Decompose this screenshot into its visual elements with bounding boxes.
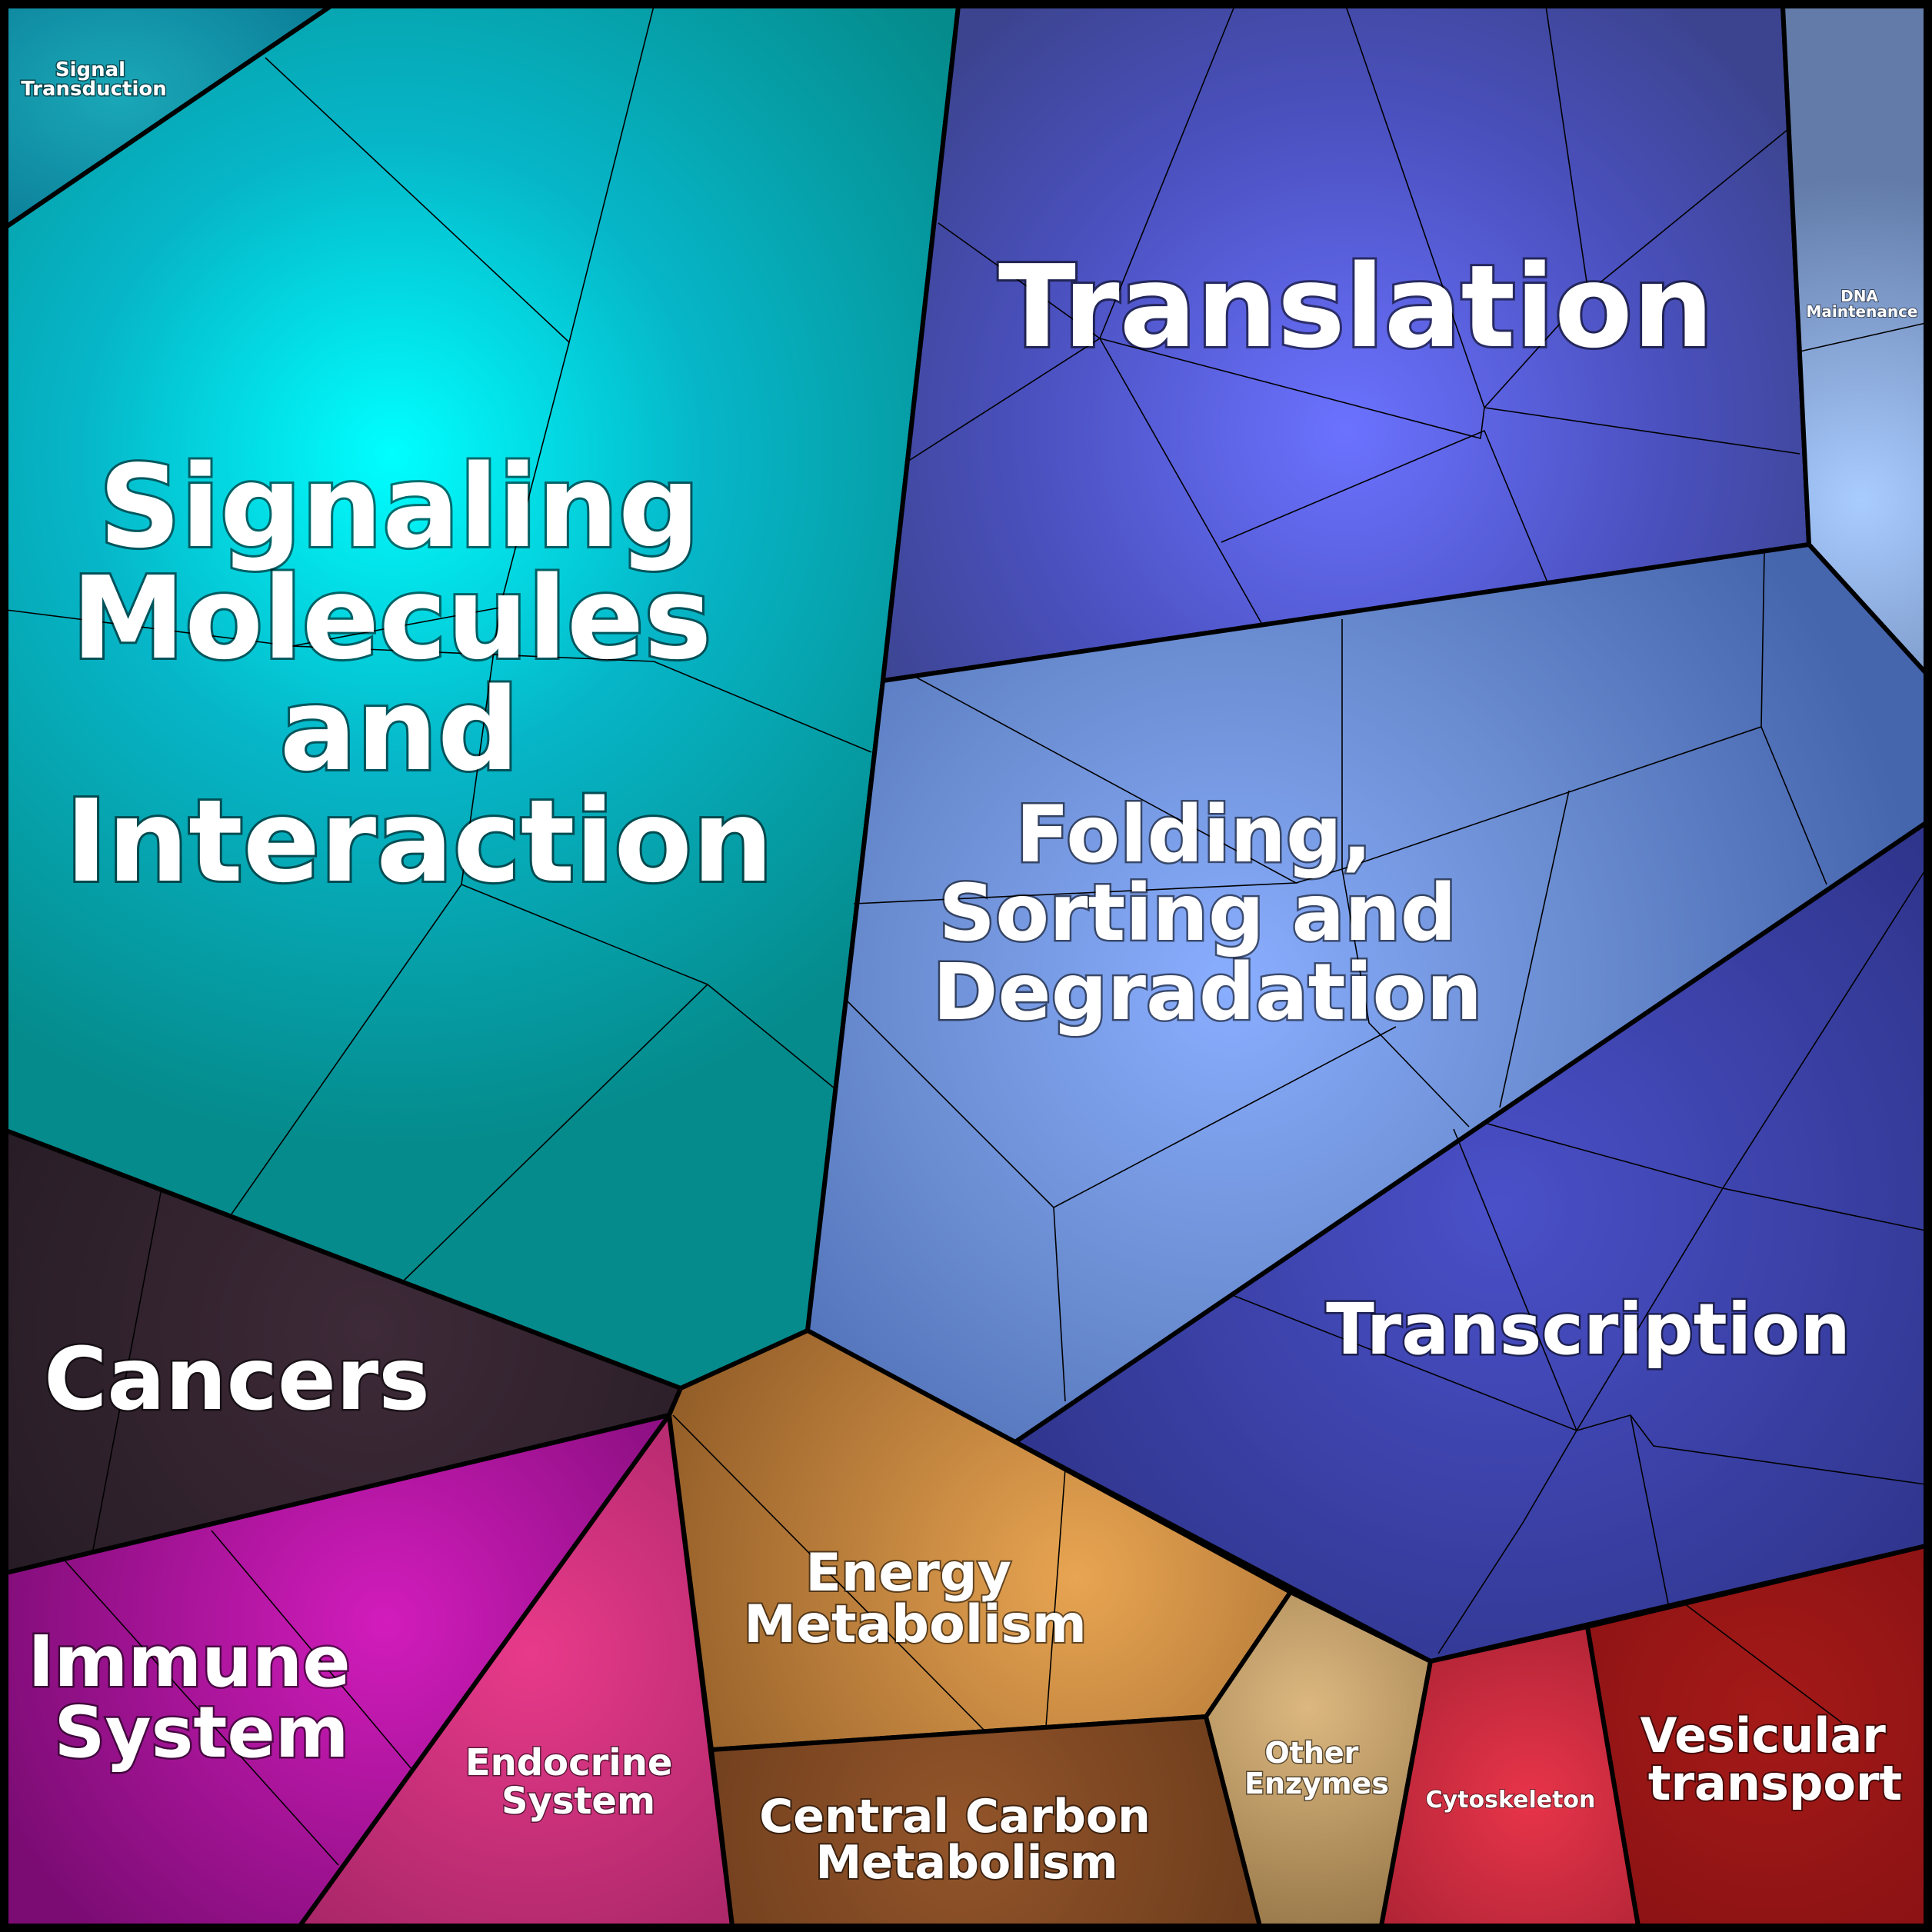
label-signaling-molecules: Signaling Molecules and Interaction <box>65 441 774 908</box>
label-signal-transduction: Signal Transduction <box>21 58 166 101</box>
label-central-carbon: Central Carbon Metabolism <box>759 1790 1167 1890</box>
label-translation: Translation <box>998 241 1714 373</box>
label-folding: Folding, Sorting and Degradation <box>933 789 1484 1038</box>
label-cytoskeleton: Cytoskeleton <box>1426 1787 1596 1814</box>
label-transcription: Transcription <box>1326 1288 1850 1371</box>
label-immune-system: Immune System <box>28 1621 375 1774</box>
label-dna-maintenance: DNA Maintenance <box>1806 287 1917 321</box>
label-endocrine-system: Endocrine System <box>465 1741 685 1823</box>
label-energy-metabolism: Energy Metabolism <box>744 1543 1087 1655</box>
label-other-enzymes: Other Enzymes <box>1244 1736 1389 1800</box>
label-cancers: Cancers <box>44 1330 430 1430</box>
label-vesicular-transport: Vesicular transport <box>1641 1707 1903 1811</box>
sub-cell-lines <box>5 5 1927 1866</box>
